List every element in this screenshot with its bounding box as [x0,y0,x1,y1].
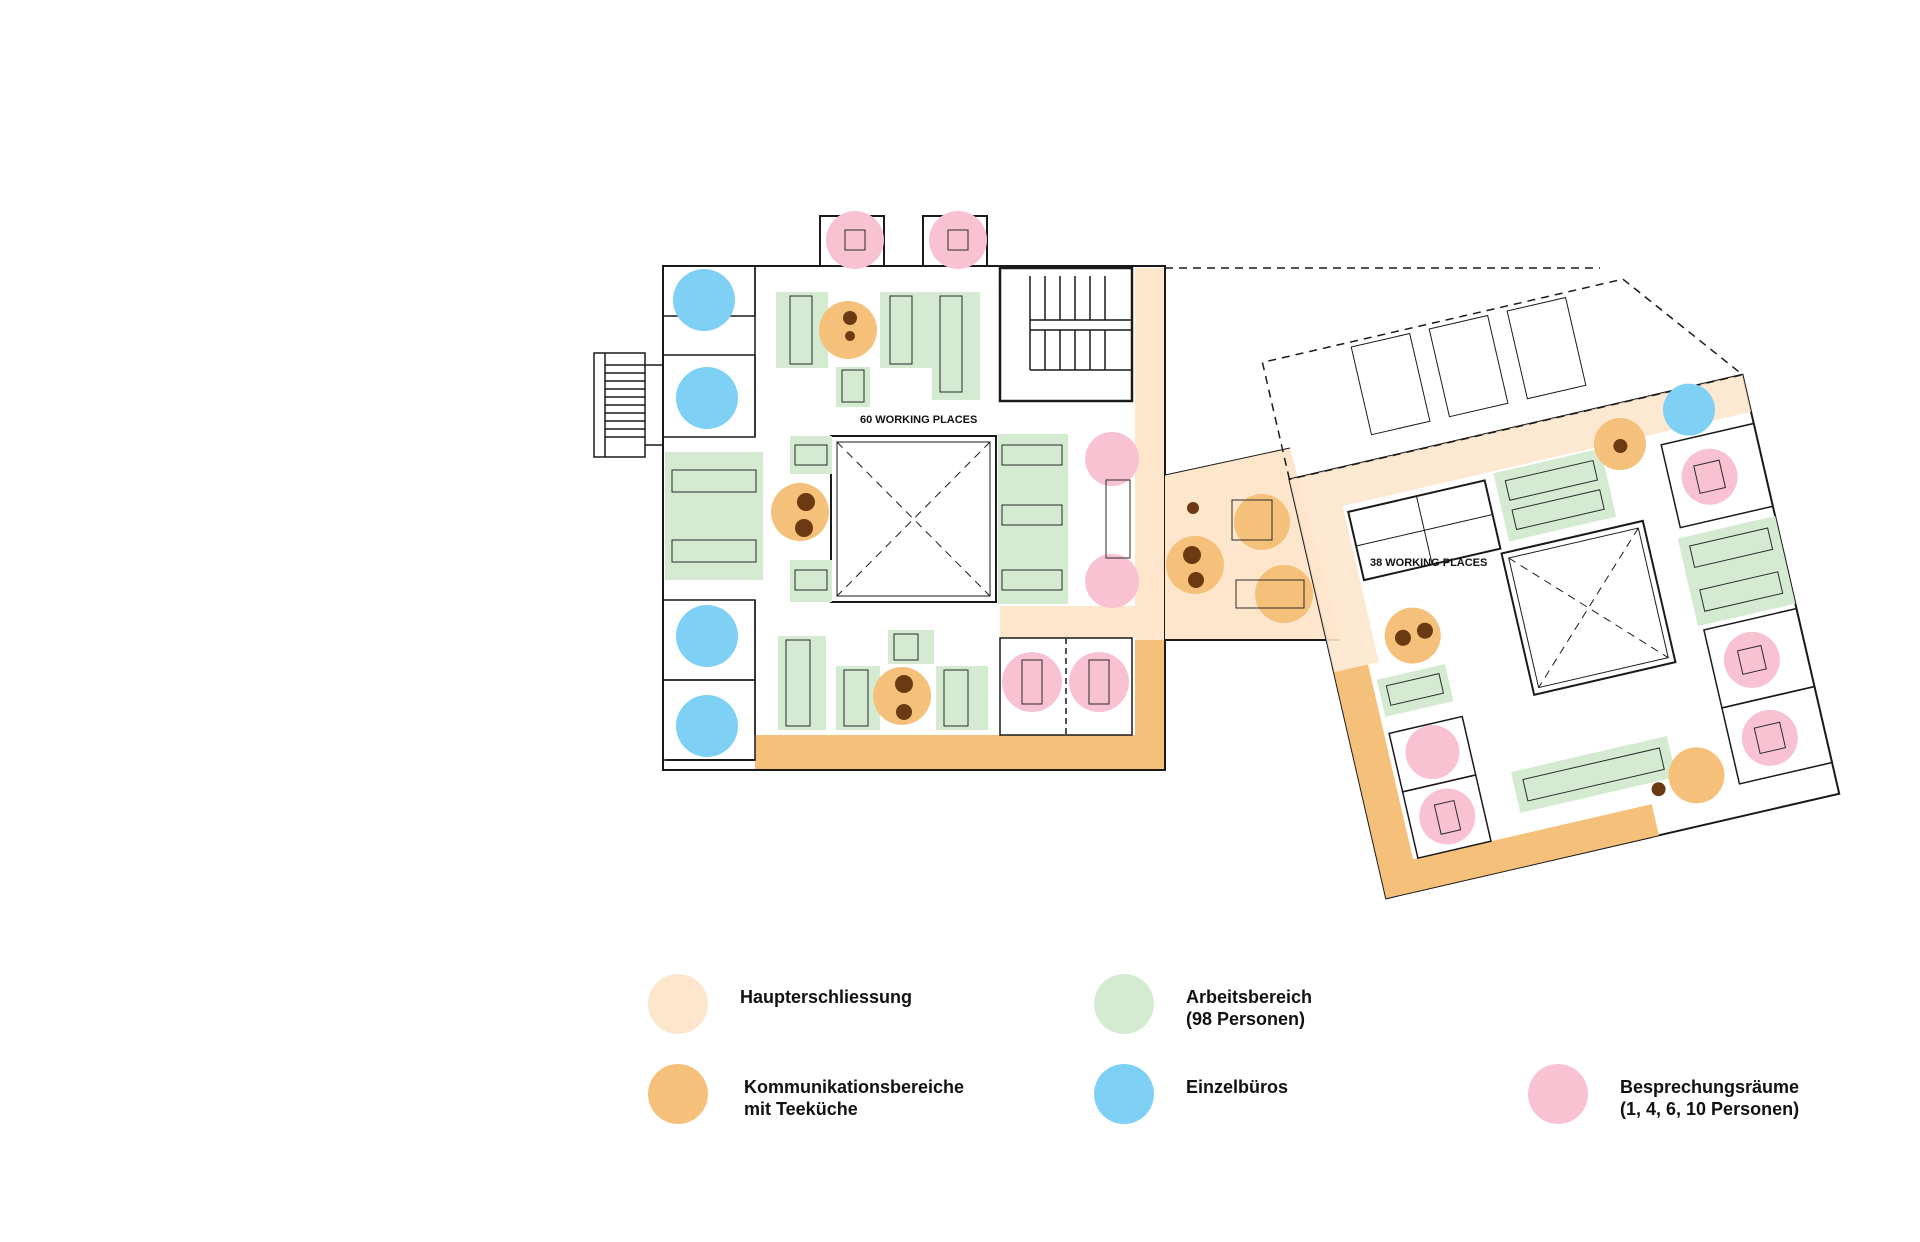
legend-swatch-haupterschliessung [648,974,708,1034]
legend-besprechung: Besprechungsräume (1, 4, 6, 10 Personen) [1528,1064,1799,1124]
meeting-tables-right [1433,459,1787,835]
legend-label-besprechung: Besprechungsräume (1, 4, 6, 10 Personen) [1620,1077,1800,1119]
meeting-rooms-left-bottom [999,637,1133,736]
desks-left [671,295,1063,727]
legend-swatch-kommunikation [648,1064,708,1124]
atrium-void-left [830,435,997,603]
right-building [1261,278,1841,900]
legend-kommunikation: Kommunikationsbereiche mit Teeküche [648,1064,964,1124]
legend-swatch-einzelbueros [1094,1064,1154,1124]
meeting-circles-left [826,211,1139,712]
roof-terrace-outline [1261,278,1745,481]
single-office-circle-right [1662,383,1715,436]
legend-einzelbueros: Einzelbüros [1094,1064,1288,1124]
right-communication-corridor [1333,664,1659,899]
right-working-places-label: 38 WORKING PLACES [1370,557,1487,569]
coffee-tables-left [795,311,913,720]
legend-label-einzelbueros: Einzelbüros [1186,1077,1289,1097]
legend-label-arbeitsbereich: Arbeitsbereich (98 Personen) [1186,987,1313,1029]
desks-right [1385,459,1784,802]
right-meeting-rooms [1388,422,1833,860]
legend-swatch-arbeitsbereich [1094,974,1154,1034]
connector-bridge [1164,267,1600,641]
right-circulation-left [1297,505,1379,673]
legend-swatch-besprechung [1528,1064,1588,1124]
toilet-core [998,266,1134,403]
atrium-void-right [1500,519,1677,696]
single-office-circles-left [673,269,738,757]
left-building [593,211,1166,771]
terrace-steps [1350,296,1587,436]
meeting-tables-left [844,229,1131,705]
work-areas-left [665,292,1068,730]
communication-spots-left [771,301,931,725]
staircase-exterior [593,352,663,458]
legend-haupterschliessung: Haupterschliessung [648,974,912,1034]
connector-furniture [1231,499,1305,609]
legend-arbeitsbereich: Arbeitsbereich (98 Personen) [1094,974,1312,1034]
connector-coffee-tables [1183,502,1204,588]
legend-label-haupterschliessung: Haupterschliessung [740,987,913,1007]
right-circulation-top [1289,374,1752,517]
circulation-corridor-mid [1000,606,1135,638]
work-areas-right [1376,448,1796,813]
right-toilet-core [1347,479,1502,582]
legend-label-kommunikation: Kommunikationsbereiche mit Teeküche [744,1077,965,1119]
meeting-circles-right [1405,448,1798,845]
coffee-tables-right [1394,439,1666,797]
left-working-places-label: 60 WORKING PLACES [860,414,977,426]
communication-corridor-bottom [755,640,1165,770]
